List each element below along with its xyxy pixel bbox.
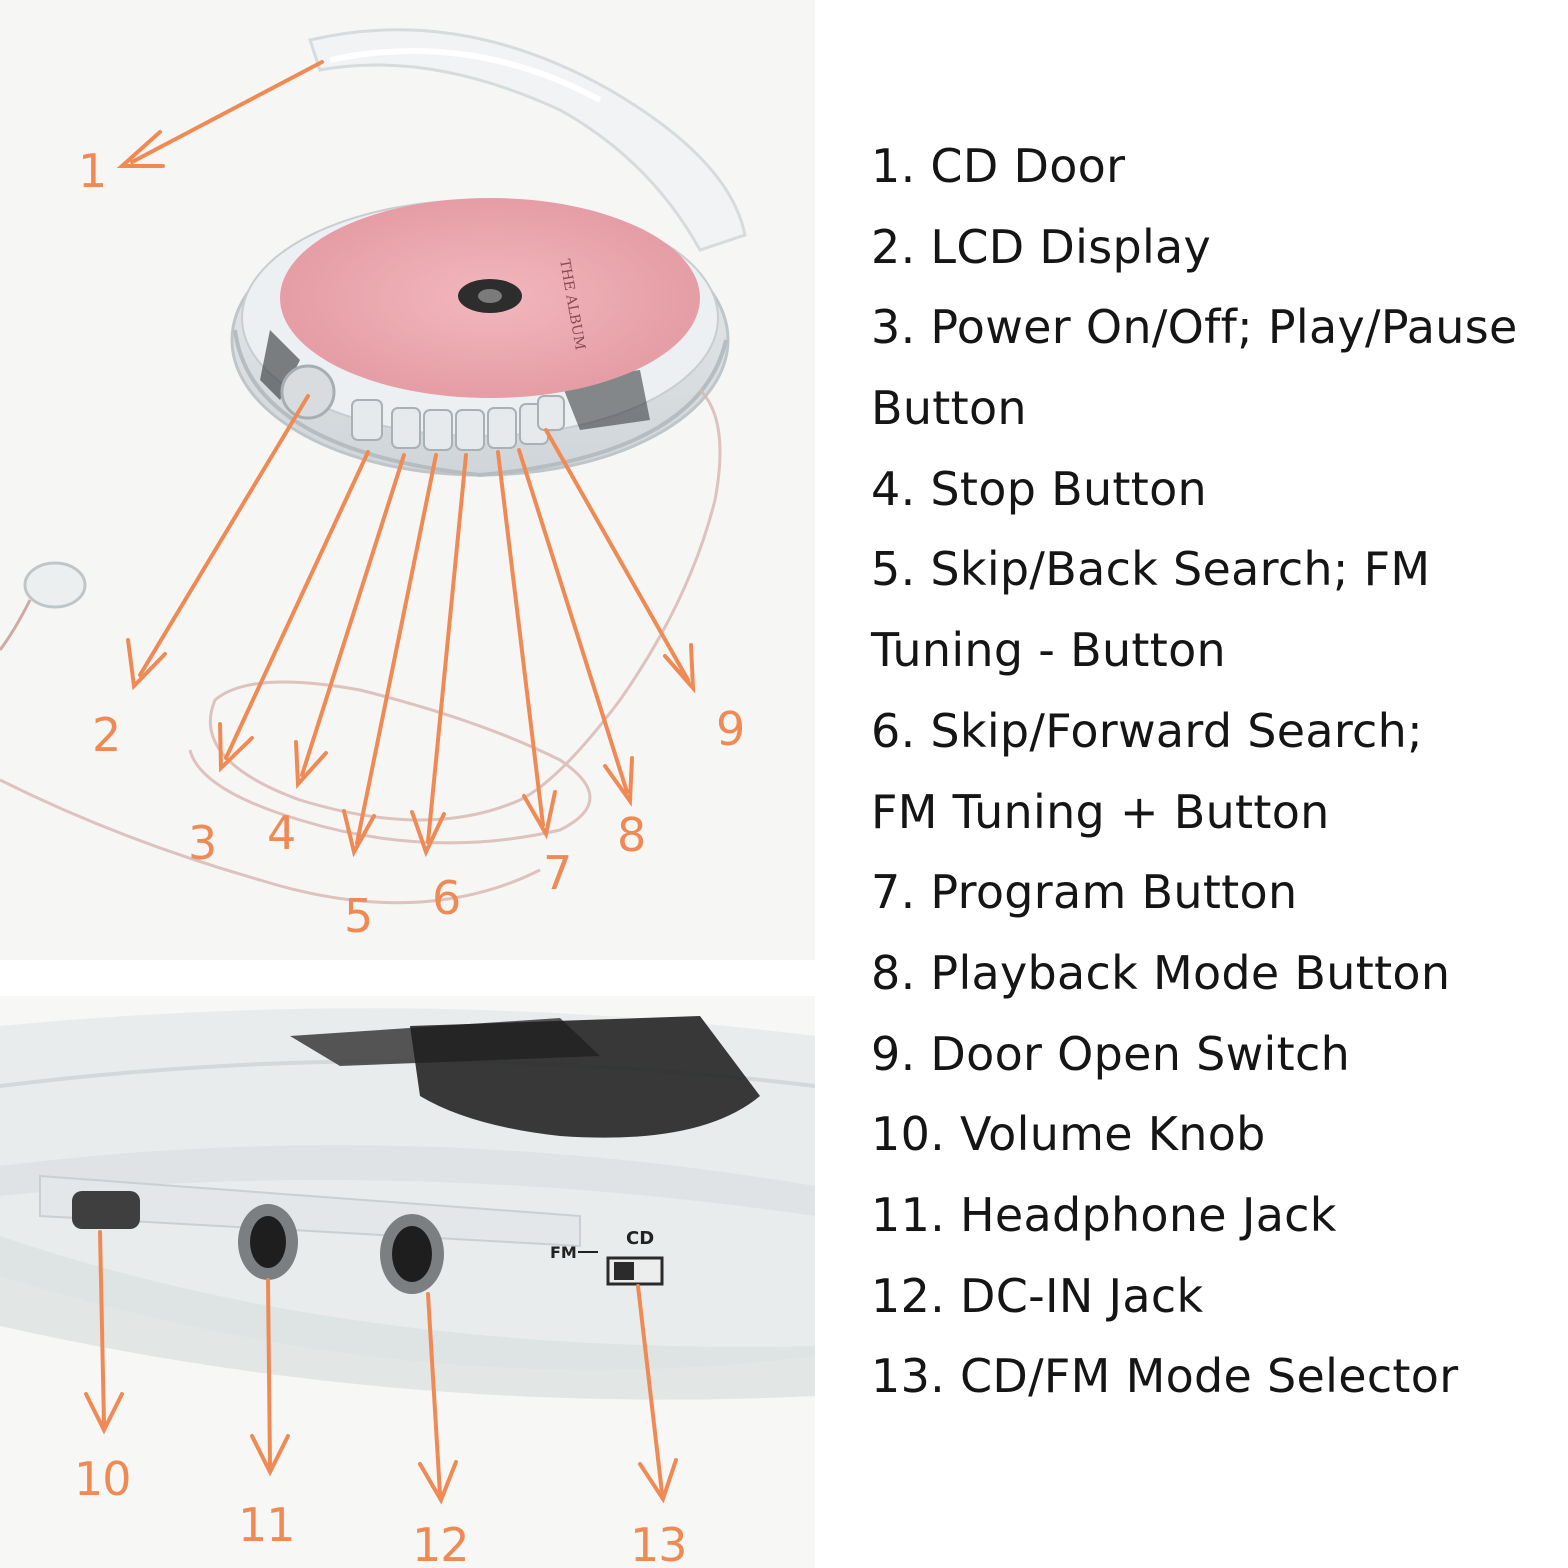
side-panel-illustration: CD FM	[0, 996, 815, 1568]
callout-9: 9	[716, 702, 745, 756]
earphone-cable	[0, 388, 722, 905]
callout-arrows	[116, 60, 696, 858]
callout-10: 10	[74, 1452, 132, 1506]
side-callout-arrows	[84, 1230, 678, 1505]
callout-13: 13	[630, 1518, 688, 1568]
callout-11: 11	[238, 1498, 296, 1552]
callout-4: 4	[267, 806, 296, 860]
volume-knob	[72, 1191, 140, 1229]
volume-knob-window	[280, 364, 336, 420]
legend-item: 10. Volume Knob	[871, 1107, 1266, 1162]
cd-player-side-photo: CD FM 10 11 12 13	[0, 996, 815, 1568]
parts-legend: 1. CD Door 2. LCD Display 3. Power On/Of…	[871, 133, 1551, 1424]
cd-player-top-photo: THE ALBUM	[0, 0, 815, 960]
legend-item: 9. Door Open Switch	[871, 1026, 1351, 1081]
legend-item: 8. Playback Mode Button	[871, 945, 1451, 1000]
cd-door	[308, 28, 747, 252]
callout-1: 1	[78, 144, 107, 198]
cd-player-illustration: THE ALBUM	[0, 0, 815, 960]
earbud	[0, 561, 87, 651]
legend-item: 13. CD/FM Mode Selector	[871, 1349, 1459, 1404]
pink-disc: THE ALBUM	[280, 198, 700, 398]
callout-12: 12	[412, 1518, 470, 1568]
legend-item: 5. Skip/Back Search; FM	[871, 542, 1431, 597]
legend-item: 2. LCD Display	[871, 219, 1212, 274]
legend-item: 12. DC-IN Jack	[871, 1268, 1204, 1323]
legend-item: 6. Skip/Forward Search;	[871, 703, 1423, 758]
callout-3: 3	[188, 816, 217, 870]
fm-mark: FM	[550, 1243, 577, 1262]
callout-7: 7	[543, 846, 572, 900]
legend-item: Tuning - Button	[871, 623, 1226, 678]
callout-6: 6	[432, 871, 461, 925]
legend-item: 1. CD Door	[871, 139, 1126, 193]
legend-item: 7. Program Button	[871, 865, 1298, 920]
callout-2: 2	[92, 708, 121, 762]
cd-mark: CD	[626, 1228, 654, 1249]
legend-item: 3. Power On/Off; Play/Pause	[871, 300, 1518, 355]
legend-item: Button	[871, 381, 1027, 436]
legend-item: 11. Headphone Jack	[871, 1187, 1337, 1242]
legend-item: 4. Stop Button	[871, 461, 1207, 516]
callout-5: 5	[344, 889, 373, 943]
legend-item: FM Tuning + Button	[871, 784, 1330, 839]
button-row	[351, 395, 565, 451]
callout-8: 8	[617, 808, 646, 862]
